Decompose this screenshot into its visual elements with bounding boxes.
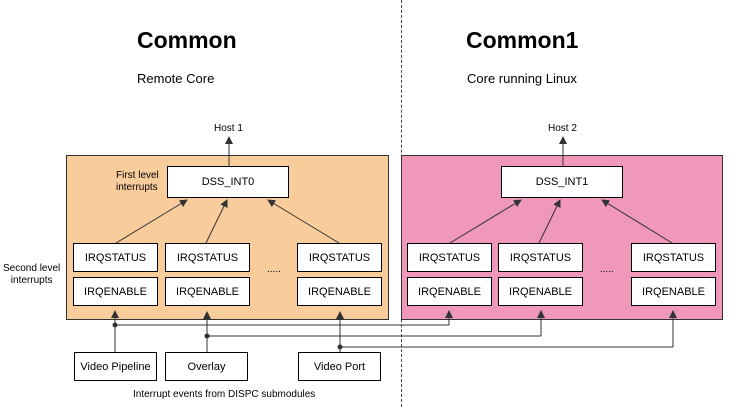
- right-irqenable-1: IRQENABLE: [407, 277, 492, 306]
- video-pipeline-box: Video Pipeline: [74, 352, 157, 381]
- left-irqenable-3: IRQENABLE: [297, 277, 382, 306]
- footer-caption: Interrupt events from DISPC submodules: [133, 389, 316, 400]
- host-2-label: Host 2: [548, 123, 577, 134]
- left-subtitle: Remote Core: [137, 71, 215, 86]
- second-level-label: Second level interrupts: [3, 263, 61, 286]
- right-irqstatus-1: IRQSTATUS: [407, 243, 492, 272]
- right-irqstatus-2: IRQSTATUS: [498, 243, 583, 272]
- left-irqenable-1: IRQENABLE: [73, 277, 158, 306]
- dss-int0-box: DSS_INT0: [167, 166, 289, 198]
- right-irqenable-3: IRQENABLE: [631, 277, 716, 306]
- left-ellipsis: .....: [267, 264, 281, 275]
- left-irqenable-2: IRQENABLE: [165, 277, 250, 306]
- right-ellipsis: .....: [600, 264, 614, 275]
- left-irqstatus-3: IRQSTATUS: [297, 243, 382, 272]
- host-1-label: Host 1: [214, 123, 243, 134]
- left-irqstatus-1: IRQSTATUS: [73, 243, 158, 272]
- first-level-label: First level interrupts: [116, 170, 159, 193]
- dss-int1-box: DSS_INT1: [501, 166, 623, 198]
- overlay-box: Overlay: [165, 352, 248, 381]
- video-port-box: Video Port: [298, 352, 381, 381]
- right-irqstatus-3: IRQSTATUS: [631, 243, 716, 272]
- left-irqstatus-2: IRQSTATUS: [165, 243, 250, 272]
- left-title: Common: [137, 27, 237, 53]
- right-irqenable-2: IRQENABLE: [498, 277, 583, 306]
- right-subtitle: Core running Linux: [467, 71, 577, 86]
- right-title: Common1: [466, 27, 579, 53]
